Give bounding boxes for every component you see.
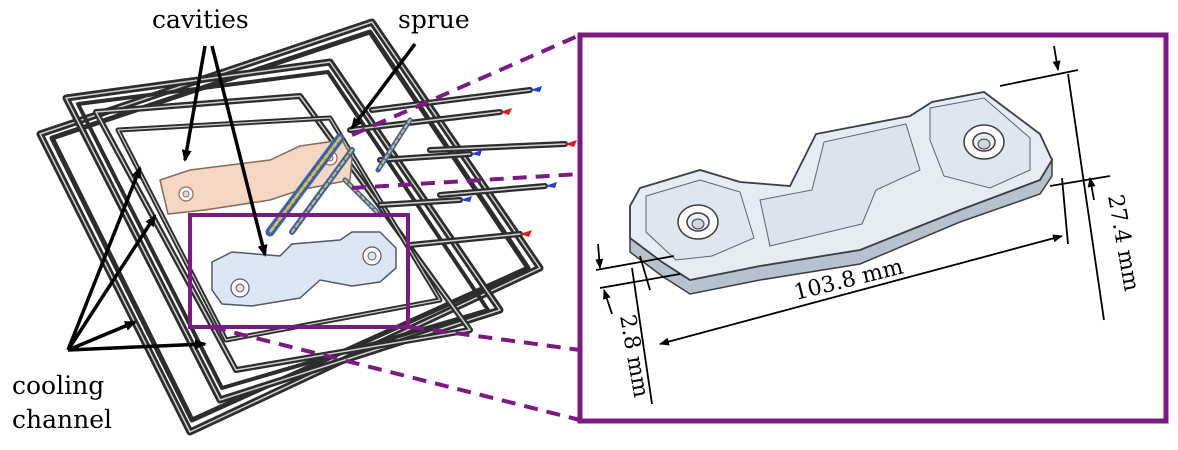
mounting-hole-left [677,204,719,240]
cooling-channel-label-line2: channel [12,405,112,434]
inlet-blue-icon [530,86,542,92]
inlet-blue-icon [460,196,472,202]
cavity-lower [211,231,397,307]
cooling-channel-loops [36,18,544,436]
outlet-red-icon [520,230,532,237]
zoom-connectors [211,33,581,422]
flow-markers [460,86,577,237]
zoom-source-frame [188,213,410,329]
dimension-lines [595,45,1111,405]
annotation-arrows [66,42,417,352]
mounting-hole-right [963,124,1005,160]
cavities-label: cavities [152,5,249,34]
channel-pipes [347,87,568,248]
cooling-loop-outer [36,18,544,436]
sprue-label: sprue [398,5,470,34]
inlet-blue-icon [545,182,557,188]
cavity-upper [159,139,353,215]
cooling-loop-second [62,58,504,404]
cooling-channel-label-line1: cooling [12,371,104,400]
outlet-red-icon [500,108,512,115]
outlet-red-icon [565,140,577,147]
inlet-blue-icon [470,150,482,156]
